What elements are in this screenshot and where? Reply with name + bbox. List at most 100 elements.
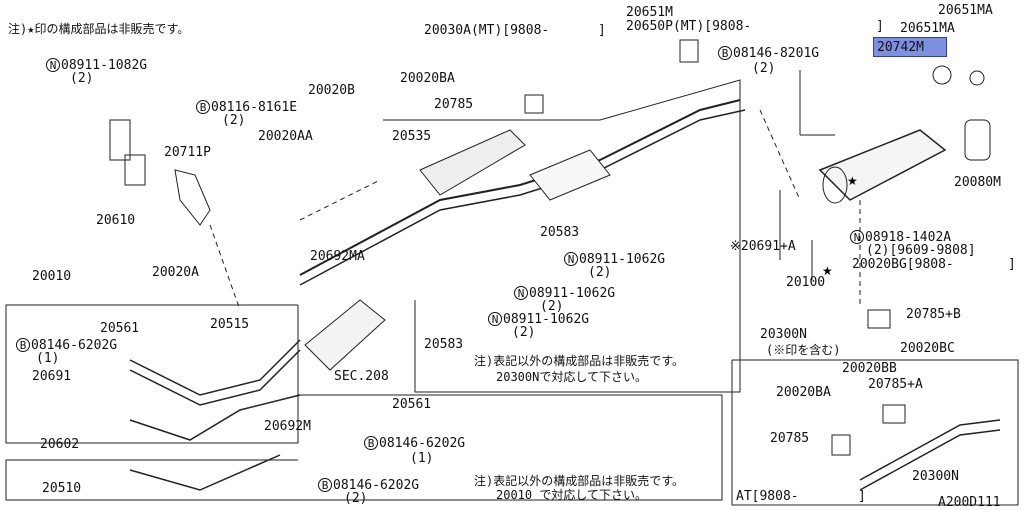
label-20020BC: 20020BC [900, 341, 955, 356]
label-20691: 20691 [32, 369, 72, 384]
label-20020BA: 20020BA [400, 71, 455, 86]
bracket-close-20650P: ] [876, 19, 884, 34]
label-20711P: 20711P [164, 145, 211, 160]
heat-shield [419, 129, 526, 196]
label-20080M: 20080M [954, 175, 1001, 190]
label-20300N-2: 20300N [912, 469, 959, 484]
label-20583-b: 20583 [424, 337, 464, 352]
hanger-20785 [524, 94, 544, 114]
frame-20300N [383, 79, 741, 393]
label-20020B: 20020B [308, 83, 355, 98]
label-20020AA: 20020AA [258, 129, 313, 144]
label-20691A: ※20691+A [730, 239, 796, 254]
highlighted-part-20742M[interactable]: 20742M [873, 37, 947, 57]
hanger-20785a [882, 404, 906, 424]
ring-20651MA [932, 65, 952, 85]
label-20692M: 20692M [264, 419, 311, 434]
bracket-close-20020BG: ] [1008, 257, 1016, 272]
hanger-20785-at [831, 434, 851, 456]
label-20650P: 20650P(MT)[9808- [626, 19, 752, 34]
star-mark-2: ★ [847, 174, 858, 188]
qty-08911-1062G-b: (2) [540, 299, 564, 314]
qty-08911-1062G-c: (2) [512, 325, 536, 340]
label-20010: 20010 [32, 269, 72, 284]
label-20602: 20602 [40, 437, 80, 452]
label-20020A: 20020A [152, 265, 199, 280]
ring-20651MA-b [969, 70, 985, 86]
note-bottom-1: 注)表記以外の構成部品は非販売です。 [474, 474, 685, 488]
frame-20510 [5, 394, 723, 501]
note-center-1: 注)表記以外の構成部品は非販売です。 [474, 354, 685, 368]
note-star-included: (※印を含む) [766, 343, 841, 357]
main-pipe-edge [299, 109, 746, 286]
catalytic-converter [304, 299, 386, 371]
hanger-20785b [867, 309, 891, 329]
bracket-close-20030A: ] [598, 23, 606, 38]
note-top-left: 注)★印の構成部品は非販売です。 [8, 22, 190, 36]
label-20785-2: 20785 [770, 431, 810, 446]
leader-c [759, 109, 801, 201]
bracket-close-at: ] [858, 489, 866, 504]
bracket-20610 [109, 119, 131, 161]
leader-a [209, 224, 241, 311]
note-bottom-2: 20010 で対応して下さい。 [496, 488, 647, 502]
qty-08146-6202G-b: (1) [410, 451, 434, 466]
qty-08918-1402A: (2)[9609-9808] [866, 243, 976, 258]
label-20610: 20610 [96, 213, 136, 228]
frame-at [731, 359, 1019, 506]
label-20030A: 20030A(MT)[9808- [424, 23, 550, 38]
qty-08911-1082G: (2) [70, 71, 94, 86]
label-20515: 20515 [210, 317, 250, 332]
label-20692MA: 20692MA [310, 249, 365, 264]
label-20100: 20100 [786, 275, 826, 290]
label-sec208: SEC.208 [334, 369, 389, 384]
front-pipe-d [129, 454, 281, 491]
label-20651MA-2: 20651MA [900, 21, 955, 36]
label-20561-b: 20561 [392, 397, 432, 412]
label-20651MA: 20651MA [938, 3, 993, 18]
star-mark: ★ [822, 264, 833, 278]
at-pipe-edge [859, 429, 1001, 491]
center-muffler [529, 149, 611, 201]
front-pipe-b [129, 349, 301, 406]
frame-20010 [5, 304, 299, 444]
label-20785B: 20785+B [906, 307, 961, 322]
tail-pipe [964, 119, 991, 161]
qty-08146-6202G-a: (1) [36, 351, 60, 366]
label-20535: 20535 [392, 129, 432, 144]
label-20561-a: 20561 [100, 321, 140, 336]
qty-08116-8161E: (2) [222, 113, 246, 128]
label-20300N: 20300N [760, 327, 807, 342]
leader-b [299, 179, 381, 221]
diagram-code: A200D111 [938, 495, 1001, 510]
at-pipe [859, 419, 1001, 481]
label-20020BB: 20020BB [842, 361, 897, 376]
mount-20651M [679, 39, 699, 63]
front-pipe-a [129, 339, 301, 396]
label-20583-a: 20583 [540, 225, 580, 240]
qty-08146-8201G: (2) [752, 61, 776, 76]
qty-08146-6202G-c: (2) [344, 491, 368, 506]
bracket-20610-b [124, 154, 146, 186]
label-20020BG: 20020BG[9808- [852, 257, 954, 272]
qty-08911-1062G-a: (2) [588, 265, 612, 280]
front-pipe-c [129, 394, 301, 441]
label-20020BA-2: 20020BA [776, 385, 831, 400]
label-20651M: 20651M [626, 5, 673, 20]
label-20510: 20510 [42, 481, 82, 496]
bracket-20711P [174, 169, 211, 226]
main-muffler [818, 129, 947, 201]
label-20785: 20785 [434, 97, 474, 112]
